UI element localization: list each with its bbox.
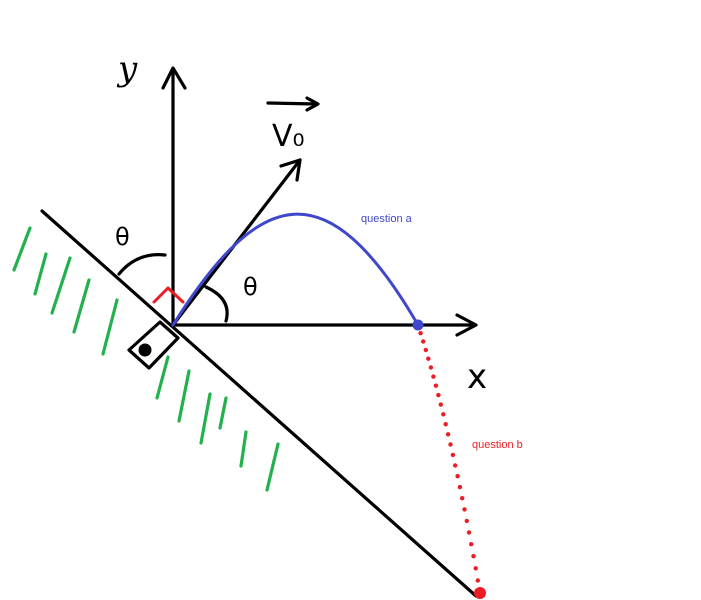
trajectory-b (418, 331, 486, 599)
ground-hatching (12, 226, 280, 492)
trajectory-b-dot (438, 402, 443, 407)
trajectory-b-dot (443, 422, 448, 427)
trajectory-b-dot (473, 566, 478, 571)
y-axis (161, 66, 187, 327)
angle-right-label: θ (243, 273, 258, 301)
trajectory-b-dot (448, 442, 453, 447)
trajectory-b-dot (418, 331, 423, 336)
trajectory-b-dot (466, 530, 472, 535)
trajectory-b-dot (450, 452, 456, 458)
right-angle-mark (152, 286, 185, 304)
y-axis-label: y (116, 49, 138, 89)
trajectory-b-dot (460, 496, 465, 501)
trajectory-b-dot (421, 339, 426, 344)
trajectory-b-dot (464, 518, 469, 524)
launcher-ball-icon (138, 343, 152, 357)
trajectory-b-dot (471, 554, 476, 559)
question-b-label: question b (472, 439, 523, 451)
trajectory-b-dot (462, 507, 467, 512)
question-a-label: question a (361, 213, 413, 225)
x-axis (171, 313, 478, 337)
angle-arc-top (117, 253, 167, 276)
trajectory-b-dot (426, 356, 431, 361)
trajectory-b-dot (445, 432, 451, 437)
vector-over-arrow (266, 96, 320, 112)
launcher-box (127, 320, 180, 370)
trajectory-b-dot (455, 474, 460, 479)
trajectory-a (171, 212, 424, 331)
x-axis-label: x (467, 357, 487, 397)
trajectory-b-dot (441, 412, 446, 417)
incline-line (40, 209, 478, 598)
trajectory-b-dot (469, 542, 474, 547)
trajectory-b-dot (436, 392, 441, 398)
angle-arc-right (204, 285, 229, 323)
trajectory-b-dot (457, 484, 463, 490)
trajectory-b-dot (433, 383, 439, 388)
landing-point-a (412, 319, 424, 331)
trajectory-b-dot (423, 347, 428, 353)
trajectory-b-dot (428, 365, 434, 370)
angle-top-label: θ (115, 223, 130, 251)
velocity-label: V₀ (272, 119, 305, 154)
trajectory-b-dot (475, 578, 480, 583)
trajectory-b-dot (431, 374, 436, 379)
landing-point-b (474, 587, 486, 599)
trajectory-b-dot (453, 463, 458, 468)
